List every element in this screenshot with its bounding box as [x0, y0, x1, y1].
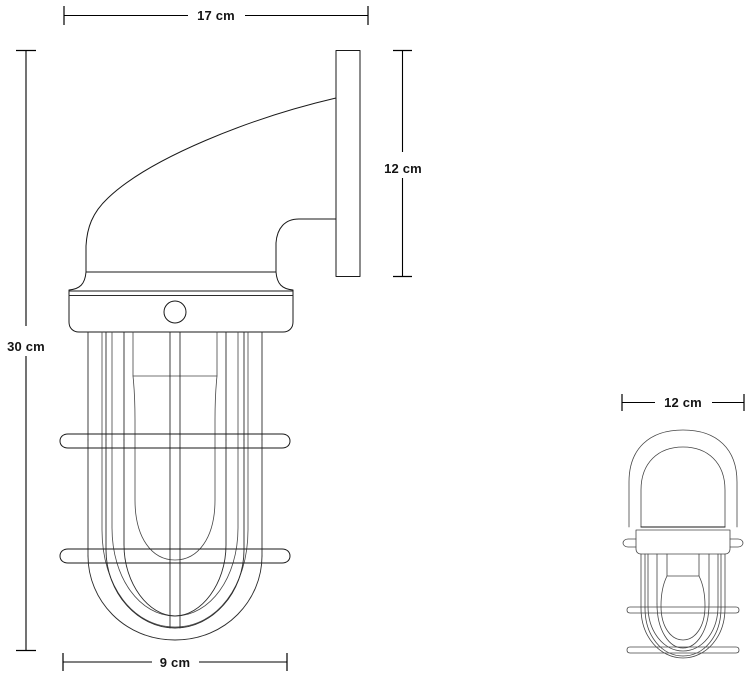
- wall-mount-plate: [335, 50, 361, 277]
- lower-arm-elbow-profile: [275, 218, 337, 273]
- front-collar-lug-right: [729, 538, 744, 548]
- front-glass-globe-outer: [640, 553, 726, 659]
- housing-shoulder-left: [68, 271, 87, 292]
- arm-dome-outer: [628, 429, 738, 528]
- front-cage-bar-right-outer-lower: [682, 607, 722, 657]
- front-collar-lug-left: [622, 538, 637, 548]
- cage-bar-outer-left-lower: [87, 555, 176, 641]
- lamp-housing-collar: [68, 290, 294, 333]
- dimension-width-front: 12 cm: [621, 394, 745, 411]
- cage-bar-right-a-lower: [174, 439, 245, 629]
- bulb-base: [132, 331, 218, 377]
- arm-dome-inner: [640, 446, 726, 528]
- front-cage-ring-lower: [626, 646, 740, 654]
- front-view-group: [622, 429, 744, 659]
- dim-label-width-bottom: 9 cm: [160, 655, 190, 670]
- front-glass-globe-inner: [647, 553, 719, 652]
- dim-label-width-front: 12 cm: [664, 395, 702, 410]
- dim-label-height-plate: 12 cm: [384, 161, 422, 176]
- dim-label-height-left: 30 cm: [7, 339, 45, 354]
- bulb-glass: [132, 375, 218, 561]
- dimension-height-plate: 12 cm: [384, 49, 422, 278]
- cage-ring-lower: [59, 548, 291, 564]
- front-cage-bar-right-inner-lower: [682, 603, 710, 649]
- dimension-width-bottom: 9 cm: [62, 653, 288, 671]
- housing-shoulder-right: [275, 271, 294, 292]
- side-view-group: [59, 50, 361, 641]
- front-cage-bar-left-outer-lower: [644, 607, 684, 657]
- dimension-width-top: 17 cm: [63, 6, 369, 25]
- curved-arm-top-profile: [85, 97, 337, 273]
- front-bulb-glass: [660, 575, 706, 641]
- cage-bar-left-a-lower: [105, 439, 176, 629]
- cage-ring-upper: [59, 433, 291, 449]
- cage-bar-outer-right-lower: [174, 555, 263, 641]
- dim-label-width-top: 17 cm: [197, 8, 235, 23]
- front-cage-ring-upper: [626, 606, 740, 614]
- dimension-height-left: 30 cm: [7, 49, 45, 652]
- front-bulb-base: [666, 553, 700, 577]
- fixing-screw: [163, 300, 187, 324]
- front-cage-bar-left-inner-lower: [656, 603, 684, 649]
